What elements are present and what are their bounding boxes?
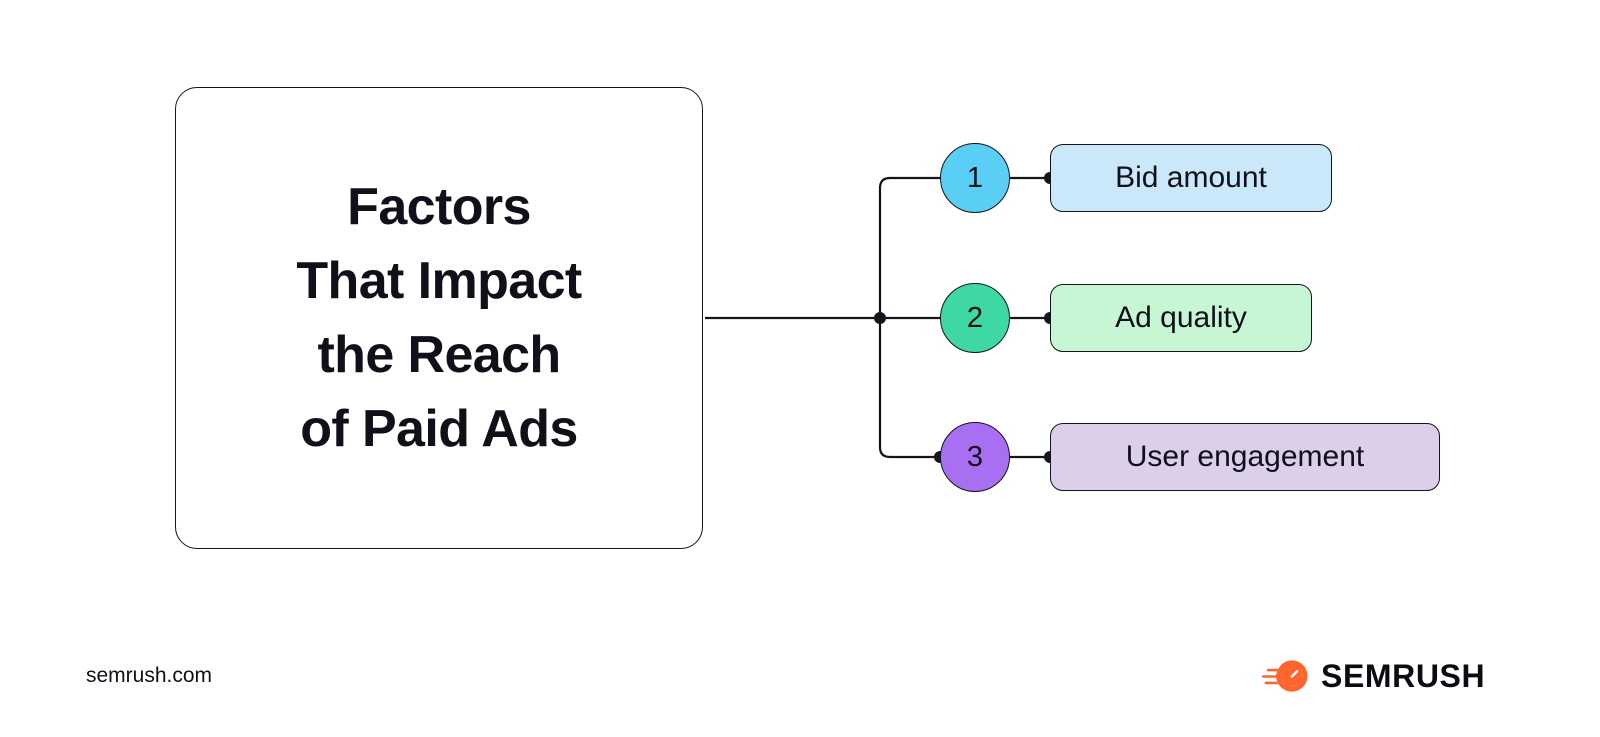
- page-title: Factors That Impact the Reach of Paid Ad…: [296, 178, 582, 458]
- node-label-text-2: Ad quality: [1115, 301, 1247, 334]
- node-label-1[interactable]: Bid amount: [1050, 144, 1332, 212]
- node-label-text-1: Bid amount: [1115, 161, 1267, 194]
- semrush-logo: SEMRUSH: [1262, 658, 1485, 694]
- node-label-3[interactable]: User engagement: [1050, 423, 1440, 491]
- branch-line-1: [878, 176, 940, 318]
- junction-dot: [874, 312, 886, 324]
- node-label-text-3: User engagement: [1125, 440, 1365, 473]
- title-card: Factors That Impact the Reach of Paid Ad…: [175, 87, 703, 549]
- node-number-3: 3: [940, 422, 1010, 492]
- node-number-label-2: 2: [966, 301, 984, 334]
- semrush-wordmark: SEMRUSH: [1321, 658, 1486, 694]
- node-number-1: 1: [940, 143, 1010, 213]
- semrush-comet-icon: [1262, 660, 1308, 692]
- node-number-label-3: 3: [966, 440, 984, 473]
- node-number-label-1: 1: [966, 161, 984, 194]
- node-number-2: 2: [940, 283, 1010, 353]
- node-label-2[interactable]: Ad quality: [1050, 284, 1312, 352]
- branch-line-3: [878, 318, 940, 459]
- footer-url[interactable]: semrush.com: [86, 664, 213, 687]
